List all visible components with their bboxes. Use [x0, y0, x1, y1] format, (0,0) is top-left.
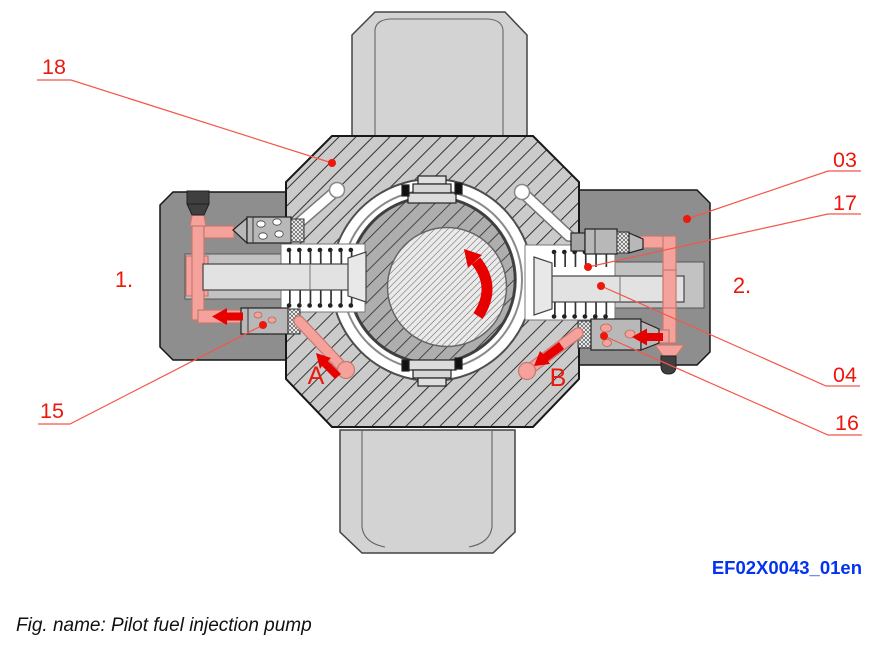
dot-03 — [683, 215, 691, 223]
flow-arrow-b-icon — [534, 342, 564, 366]
callout-03-label: 03 — [833, 148, 857, 172]
rod-b-ball — [517, 361, 537, 381]
bottom-port-block — [339, 429, 516, 554]
side-label-2: 2. — [733, 273, 751, 298]
left-bottom-check-valve — [240, 307, 301, 335]
leader-18 — [37, 79, 333, 164]
dot-18 — [328, 159, 336, 167]
flow-arrow-left-icon — [212, 308, 243, 325]
left-plunger-springs — [286, 247, 358, 308]
callout-04-label: 04 — [833, 363, 857, 387]
left-vertical-pipe — [191, 223, 205, 321]
leader-04 — [600, 285, 860, 387]
right-top-check-valve — [570, 228, 644, 255]
port-label-b: B — [550, 364, 567, 392]
leader-17 — [587, 213, 861, 268]
top-port-block — [351, 11, 528, 138]
right-top-valve-spring — [616, 231, 630, 254]
left-inlet-funnel-pink — [189, 214, 207, 227]
right-plunger-springs — [551, 249, 615, 319]
leader-16 — [603, 335, 862, 436]
leader-15 — [38, 324, 264, 425]
left-plunger — [202, 251, 367, 303]
flow-arrow-a-icon — [316, 353, 341, 379]
dot-17 — [584, 263, 592, 271]
bottom-clamp — [401, 357, 463, 387]
rotation-arrow-icon — [464, 249, 493, 320]
top-clamp — [401, 175, 463, 204]
figure-caption: Fig. name: Pilot fuel injection pump — [16, 615, 312, 636]
left-plunger-collar — [347, 251, 367, 303]
callout-16-label: 16 — [835, 411, 859, 435]
control-rod-a — [293, 315, 356, 380]
callout-leader-lines — [37, 79, 862, 436]
flow-arrow-right-icon — [632, 328, 663, 346]
callout-15-label: 15 — [40, 399, 64, 423]
port-label-a: A — [308, 362, 325, 390]
dot-15 — [259, 321, 267, 329]
left-top-check-valve — [232, 216, 305, 245]
left-top-pipe — [203, 225, 235, 239]
flow-arrows — [212, 308, 663, 379]
dot-16 — [600, 332, 608, 340]
right-plunger-collar — [533, 256, 553, 316]
side-label-1: 1. — [115, 267, 133, 292]
callout-17-label: 17 — [833, 191, 857, 215]
leader-03 — [686, 170, 861, 220]
left-lever-pivot — [328, 181, 346, 199]
right-lever — [513, 183, 575, 242]
callout-18-label: 18 — [42, 55, 66, 79]
left-lever — [293, 181, 346, 229]
left-inlet-funnel — [186, 190, 210, 216]
right-lever-pivot — [513, 183, 531, 201]
doc-code: EF02X0043_01en — [712, 557, 862, 578]
right-plunger — [533, 256, 685, 316]
rod-a-ball — [336, 360, 356, 380]
callout-target-dots — [259, 159, 691, 340]
dot-04 — [597, 282, 605, 290]
left-top-valve-spring — [290, 218, 305, 243]
right-vertical-pipe-front — [662, 269, 677, 309]
